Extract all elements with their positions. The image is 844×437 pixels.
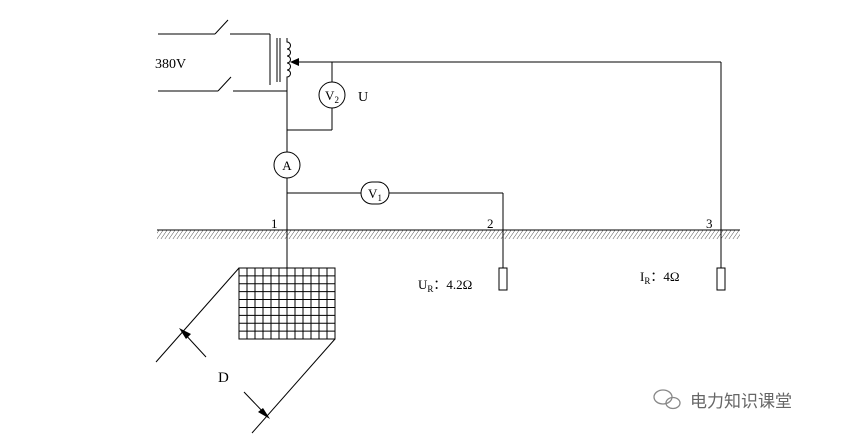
d-label: D — [218, 370, 229, 386]
watermark: 电力知识课堂 — [653, 389, 792, 412]
wechat-icon — [653, 389, 681, 410]
autotransformer-icon — [276, 38, 291, 91]
ur-label: UR：4.2Ω — [418, 277, 472, 294]
ammeter-label: A — [282, 158, 292, 173]
watermark-text: 电力知识课堂 — [690, 392, 792, 412]
electrode-icon — [716, 267, 726, 291]
dimension-lines — [155, 267, 336, 434]
dimension-arrow-icon — [258, 408, 270, 419]
v2-sub: 2 — [334, 95, 339, 105]
ammeter: A — [273, 151, 301, 179]
electrode-icon — [498, 267, 508, 291]
v1-sub: 1 — [377, 193, 382, 203]
svg-text:V2: V2 — [325, 88, 339, 105]
point-1-label: 1 — [271, 216, 278, 231]
dimension-arrow-icon — [179, 328, 191, 339]
voltmeter-v1: V1 — [360, 181, 390, 205]
svg-text:V1: V1 — [368, 186, 382, 203]
voltmeter-icon — [318, 81, 346, 109]
ir-label: IR：4Ω — [640, 269, 680, 286]
voltmeter-v2: V2 — [318, 81, 346, 109]
point-3-label: 3 — [706, 216, 713, 231]
voltmeter-icon — [360, 181, 390, 205]
ground-hatch — [157, 230, 740, 239]
u-label: U — [358, 90, 368, 105]
ground-grid-icon — [238, 267, 336, 340]
v1-main: V — [368, 186, 378, 201]
point-2-label: 2 — [487, 216, 494, 231]
supply-voltage-label: 380V — [155, 57, 186, 72]
v2-main: V — [325, 88, 335, 103]
supply-lines — [158, 19, 287, 92]
ammeter-icon — [273, 151, 301, 179]
tap-arrow-icon — [290, 58, 299, 66]
